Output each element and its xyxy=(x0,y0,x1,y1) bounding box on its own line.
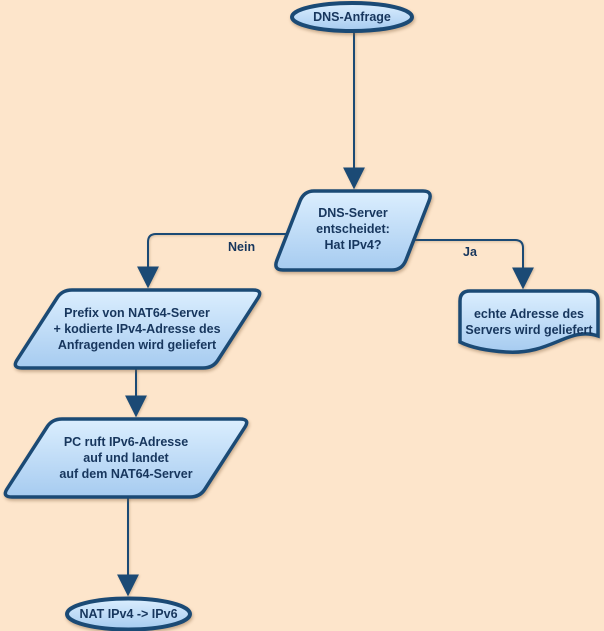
label-line: auf dem NAT64-Server xyxy=(59,467,193,481)
edge-label-nein: Nein xyxy=(228,240,256,254)
label-line: Anfragenden wird geliefert xyxy=(57,338,217,352)
document-node-label: echte Adresse des Servers wird geliefert xyxy=(464,306,594,338)
label-line: Servers wird geliefert xyxy=(465,323,593,337)
edge-decision-no xyxy=(137,233,287,289)
label-line: NAT IPv4 -> IPv6 xyxy=(79,607,178,621)
pc-parallelogram-shape xyxy=(3,417,249,499)
label-line: + kodierte IPv4-Adresse des xyxy=(53,322,221,336)
label-line: PC ruft IPv6-Adresse xyxy=(63,435,189,449)
prefix-node-label: Prefix von NAT64-Server + kodierte IPv4-… xyxy=(27,305,247,353)
start-terminator-shape xyxy=(290,1,414,33)
label-line: entscheidet: xyxy=(316,222,390,236)
label-line: auf und landet xyxy=(83,451,169,465)
decision-node-label: DNS-Server entscheidet: Hat IPv4? xyxy=(283,205,423,253)
label-line: DNS-Server xyxy=(318,206,388,220)
edge-decision-yes xyxy=(414,239,534,290)
edge-label-ja: Ja xyxy=(463,245,477,259)
label-line: echte Adresse des xyxy=(473,307,584,321)
label-line: DNS-Anfrage xyxy=(313,10,391,24)
prefix-parallelogram-shape xyxy=(13,288,262,370)
start-node-label: DNS-Anfrage xyxy=(292,3,412,31)
label-line: Hat IPv4? xyxy=(324,238,382,252)
label-line: Prefix von NAT64-Server xyxy=(64,306,210,320)
pc-node-label: PC ruft IPv6-Adresse auf und landet auf … xyxy=(16,434,236,482)
end-terminator-shape xyxy=(65,596,192,631)
decision-shape xyxy=(274,189,432,272)
document-shape xyxy=(458,289,600,354)
end-node-label: NAT IPv4 -> IPv6 xyxy=(67,599,190,629)
